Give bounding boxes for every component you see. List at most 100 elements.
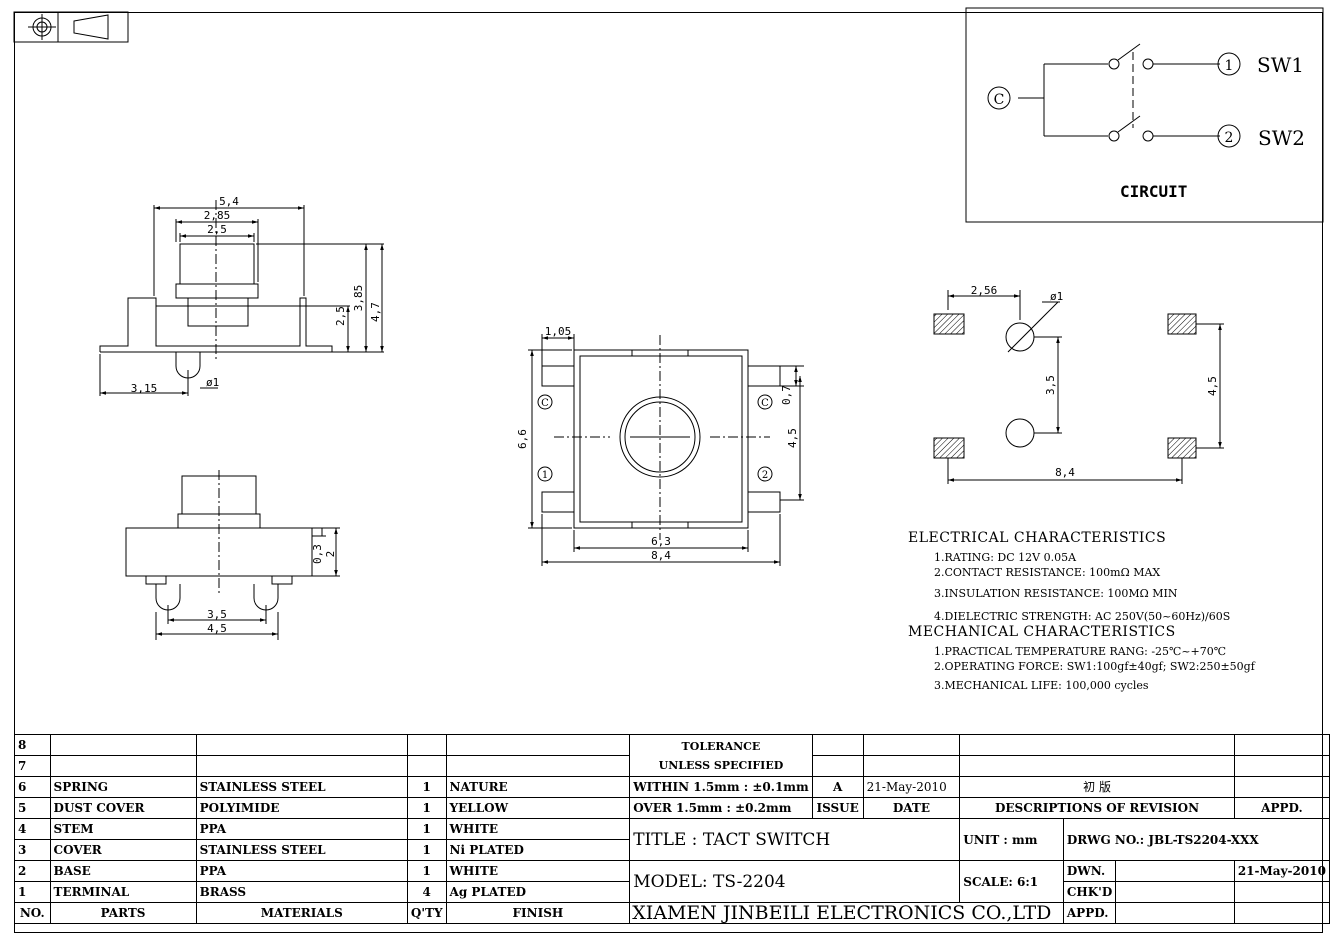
bom-row: 4 STEM PPA 1 WHITE TITLE : TACT SWITCH U… [14,818,1330,861]
side-dim-5-4: 5,4 [219,195,239,208]
top-pin-2: 2 [762,470,768,481]
appd2-label: APPD. [1062,902,1117,924]
side-dim-phi-1: ø1 [206,376,219,389]
header-finish: FINISH [445,902,631,924]
bom-no: 1 [14,881,51,903]
bom-no: 5 [14,797,51,819]
top-pin-1: 1 [542,470,548,481]
side-dim-3-85: 3,85 [352,285,365,312]
circuit-diagram [965,7,1324,223]
title-block-table: 8 TOLERANCE UNLESS SPECIFIED 7 6 SPRING S… [14,734,1330,924]
dwn-date: 21-May-2010 [1233,860,1330,882]
bom-no: 7 [14,755,51,777]
top-dim-4-5: 4,5 [786,428,799,448]
electrical-heading: ELECTRICAL CHARACTERISTICS [908,530,1167,546]
bom-row: 1 TERMINAL BRASS 4 Ag PLATED CHK'D [14,881,1330,903]
side-dim-2-5b: 2,5 [334,306,347,326]
front-dim-4-5: 4,5 [207,622,227,635]
bom-row: 7 [14,755,1330,777]
side-dim-3-15: 3,15 [131,382,158,395]
tolerance-header: TOLERANCE UNLESS SPECIFIED [629,734,813,777]
bom-part: BASE [49,860,197,882]
bom-no: 2 [14,860,51,882]
front-dim-2: 2 [324,551,337,558]
circuit-common-label: C [994,92,1005,108]
bom-finish: Ag PLATED [445,881,631,903]
bom-material: PPA [195,818,408,840]
bom-part: SPRING [49,776,197,798]
unit-field: UNIT : mm [959,818,1064,861]
top-dim-6-6: 6,6 [516,429,529,449]
drawing-sheet-border [14,12,1323,933]
top-pin-c-right: C [761,398,769,409]
bom-row: 5 DUST COVER POLYIMIDE 1 YELLOW OVER 1.5… [14,797,1330,819]
pcb-dim-4-5: 4,5 [1206,376,1219,396]
bom-part [49,734,197,756]
bom-part: DUST COVER [49,797,197,819]
bom-finish [445,734,631,756]
front-dim-3-5: 3,5 [207,608,227,621]
revision-issue: A [811,776,864,798]
side-dim-2-5: 2,5 [207,223,227,236]
bom-finish: NATURE [445,776,631,798]
drawing-number: DRWG NO.: JBL-TS2204-XXX [1062,818,1330,861]
bom-no: 6 [14,776,51,798]
bom-material: PPA [195,860,408,882]
pcb-layout [933,290,1224,484]
electrical-item: 2.CONTACT RESISTANCE: 100mΩ MAX [934,566,1161,579]
bom-material: BRASS [195,881,408,903]
front-dim-0-3: 0,3 [311,544,324,564]
header-no: NO. [14,902,51,924]
circuit-sw2-label: SW2 [1258,126,1305,150]
chkd-label: CHK'D [1062,881,1117,903]
bom-material: STAINLESS STEEL [195,776,408,798]
pcb-dim-8-4: 8,4 [1055,466,1075,479]
top-pin-c-left: C [541,398,549,409]
date-label: DATE [862,797,961,819]
bom-material [195,734,408,756]
bom-part: TERMINAL [49,881,197,903]
company-name: XIAMEN JINBEILI ELECTRONICS CO.,LTD [629,902,1064,924]
bom-finish: YELLOW [445,797,631,819]
drawing-title: TITLE : TACT SWITCH [629,818,961,861]
appd-label: APPD. [1233,797,1330,819]
bom-no: 4 [14,818,51,840]
bom-finish: WHITE [445,860,631,882]
dwn-label: DWN. [1062,860,1117,882]
bom-row: 3 COVER STAINLESS STEEL 1 Ni PLATED [14,839,1330,861]
electrical-item: 1.RATING: DC 12V 0.05A [934,551,1077,564]
pcb-dim-phi-1: ø1 [1050,290,1063,303]
bom-finish: Ni PLATED [445,839,631,861]
electrical-item: 4.DIELECTRIC STRENGTH: AC 250V(50~60Hz)/… [934,610,1231,623]
bom-part [49,755,197,777]
circuit-title: CIRCUIT [1120,182,1187,201]
header-parts: PARTS [49,902,197,924]
side-dim-2-85: 2,85 [204,209,231,222]
bom-qty [406,734,447,756]
mechanical-heading: MECHANICAL CHARACTERISTICS [908,624,1176,640]
bom-finish: WHITE [445,818,631,840]
side-dim-4-7: 4,7 [369,302,382,322]
side-view [99,200,384,396]
circuit-pin2-label: 2 [1225,130,1234,146]
bom-qty [406,755,447,777]
tolerance-line1: TOLERANCE [681,739,761,753]
projection-symbol-icon [13,11,129,43]
top-dim-0-7: 0,7 [780,385,793,405]
mechanical-item: 3.MECHANICAL LIFE: 100,000 cycles [934,679,1149,692]
bom-material: POLYIMIDE [195,797,408,819]
bom-material [195,755,408,777]
mechanical-item: 1.PRACTICAL TEMPERATURE RANG: -25℃~+70℃ [934,645,1227,658]
bom-row: 6 SPRING STAINLESS STEEL 1 NATURE WITHIN… [14,776,1330,798]
header-materials: MATERIALS [195,902,408,924]
revision-date: 21-May-2010 [862,776,961,798]
header-qty: Q'TY [406,902,447,924]
mechanical-item: 2.OPERATING FORCE: SW1:100gf±40gf; SW2:2… [934,660,1255,673]
bom-qty: 1 [406,797,447,819]
top-dim-8-4: 8,4 [651,549,671,562]
descriptions-label: DESCRIPTIONS OF REVISION [959,797,1235,819]
bom-no: 8 [14,734,51,756]
scale-field: SCALE: 6:1 [959,860,1064,903]
tolerance-line2: UNLESS SPECIFIED [658,758,784,772]
